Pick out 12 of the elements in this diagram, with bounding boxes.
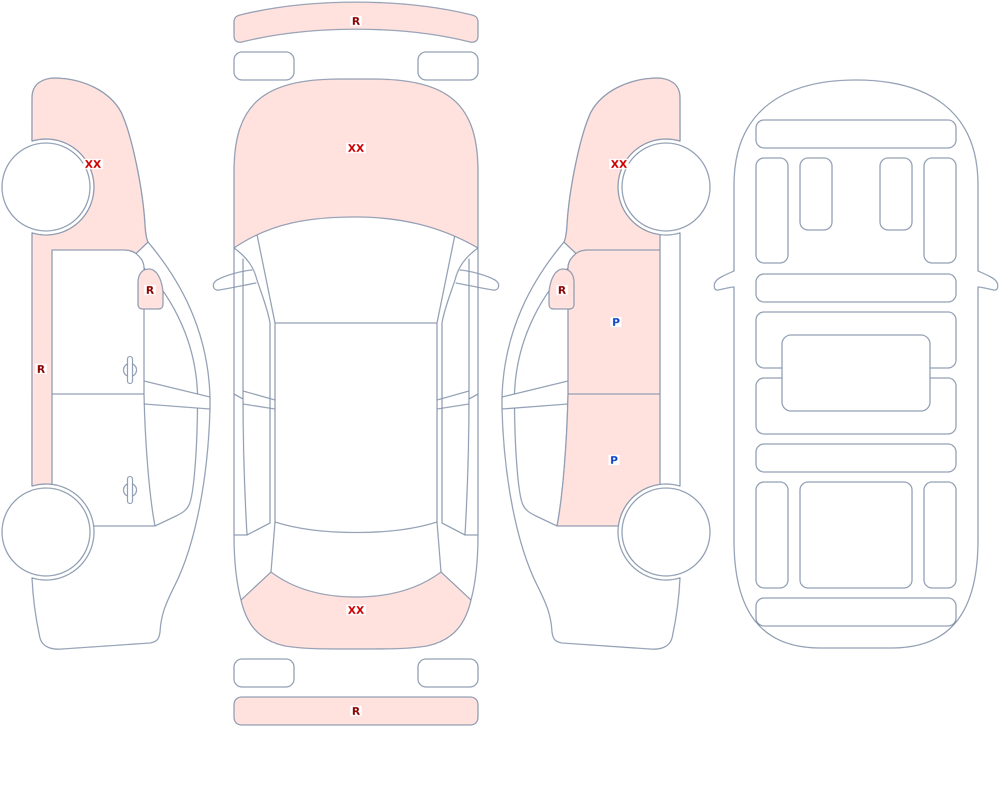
car-panel: R [548, 268, 575, 310]
car-panel: R [233, 2, 479, 43]
car-panel: XX [563, 77, 681, 254]
node-label: XX [610, 160, 628, 168]
car-panel: R [233, 696, 479, 726]
car-panel: XX [233, 78, 479, 249]
car-panel: P [556, 393, 661, 527]
car-panel: P [567, 249, 661, 395]
car-panel: R [31, 232, 53, 487]
car-panel: XX [31, 77, 149, 254]
car-panel: R [137, 268, 164, 310]
car-panel: XX [240, 571, 472, 650]
